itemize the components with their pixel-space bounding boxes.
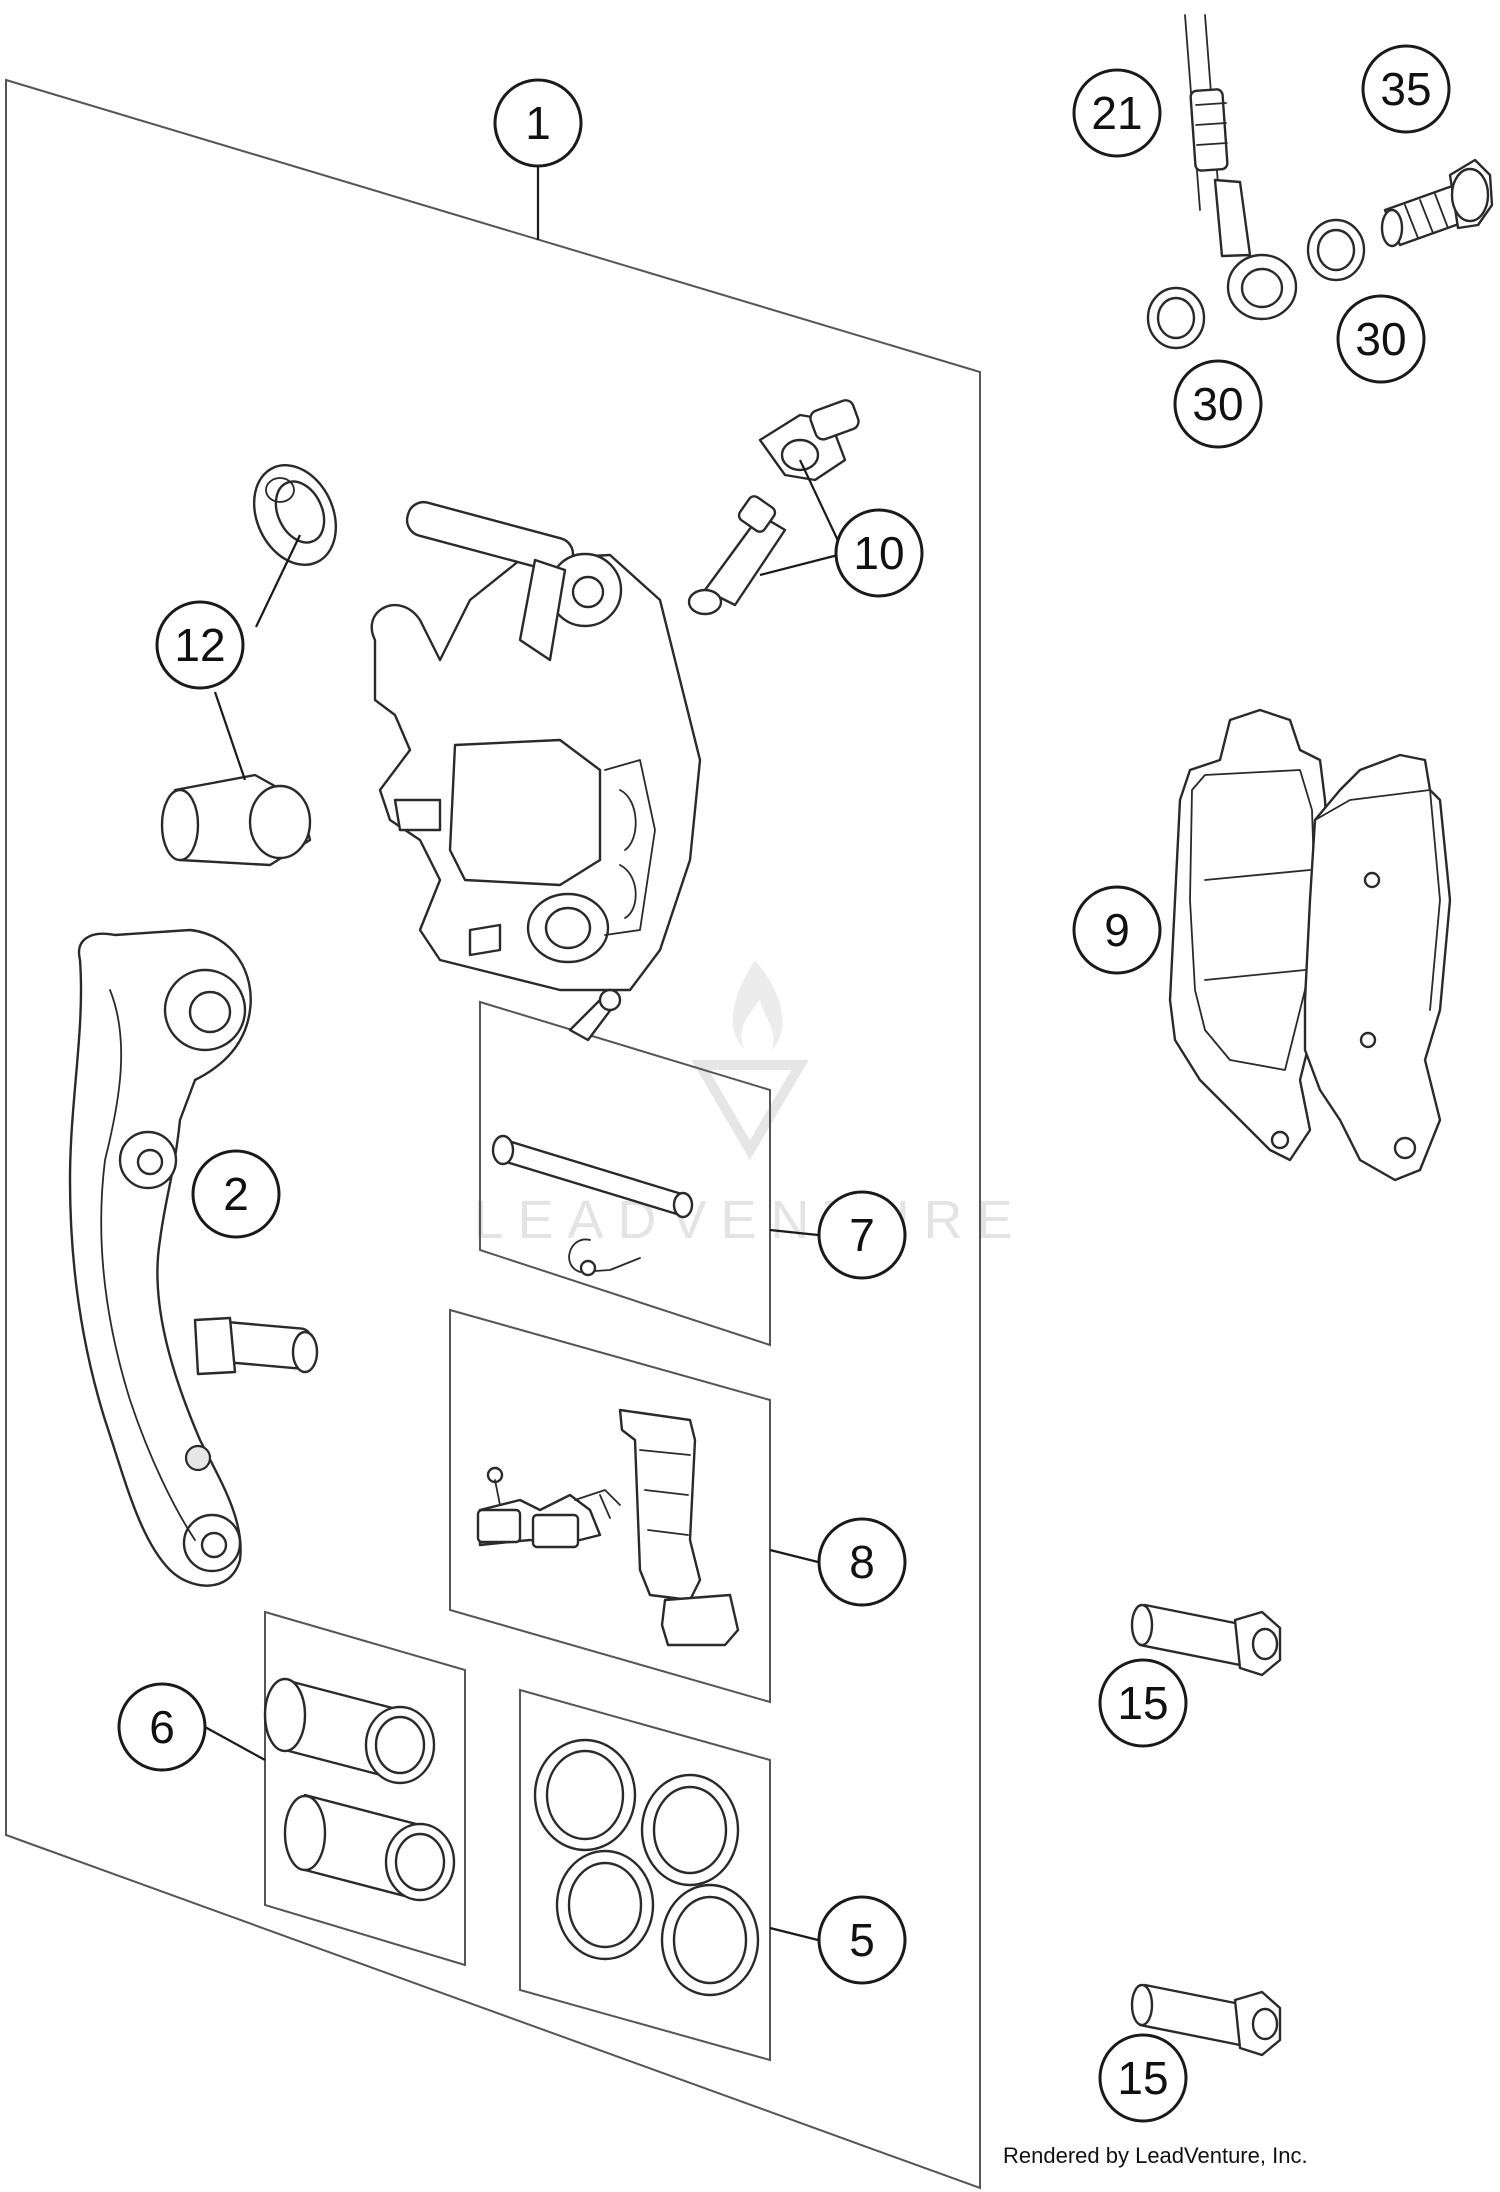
part-6-pistons [263,1677,456,1902]
part-12-bolt [160,773,312,867]
callout-2: 2 [191,1149,281,1239]
part-2-bracket [68,928,319,1587]
callout-12: 12 [155,600,245,690]
svg-text:8: 8 [849,1536,875,1588]
svg-text:6: 6 [149,1701,175,1753]
part-12-seal [252,464,338,566]
svg-text:10: 10 [853,527,904,579]
part-21-brake-hose [1184,14,1298,321]
part-9-brake-pads [1168,708,1452,1182]
part-30-washer-left [1146,286,1206,350]
callout-10: 10 [834,508,924,598]
svg-text:21: 21 [1091,87,1142,139]
watermark-v-icon [691,1060,809,1160]
part-10-bleeder [687,399,860,616]
part-8-spring-kit [476,1408,740,1647]
kit-frame-8 [449,1308,771,1704]
svg-text:5: 5 [849,1914,875,1966]
kit-frame-6 [264,1610,466,1967]
watermark: LEADVENTURE [473,960,1026,1250]
callout-30-right: 30 [1336,294,1426,384]
svg-text:30: 30 [1192,378,1243,430]
callout-15-upper: 15 [1098,1658,1188,1748]
callout-30-left: 30 [1173,359,1263,449]
callout-5: 5 [817,1895,907,1985]
svg-text:12: 12 [174,619,225,671]
callout-35: 35 [1361,44,1451,134]
svg-text:1: 1 [525,97,551,149]
svg-text:30: 30 [1355,313,1406,365]
part-5-seals [533,1738,760,1997]
kit-frame-5 [519,1688,771,2062]
part-30-washer-right [1306,218,1366,282]
svg-text:2: 2 [223,1168,249,1220]
watermark-text: LEADVENTURE [473,1190,1026,1250]
callout-6: 6 [117,1682,207,1772]
kit-frame-7 [479,1000,771,1347]
svg-text:7: 7 [849,1209,875,1261]
svg-text:9: 9 [1104,904,1130,956]
callout-1: 1 [493,78,583,168]
callout-8: 8 [817,1517,907,1607]
watermark-flame-icon [732,960,783,1050]
part-7-pin-kit [491,988,694,1277]
credit-text: Rendered by LeadVenture, Inc. [1003,2143,1308,2168]
part-15-bolt-lower [1130,1983,1282,2057]
leader-lines [204,166,841,1942]
part-1-caliper-body [370,500,702,992]
callout-9: 9 [1072,885,1162,975]
part-15-bolt-upper [1130,1603,1282,1677]
assembly-frame [5,78,981,2190]
svg-text:15: 15 [1117,1677,1168,1729]
svg-text:15: 15 [1117,2052,1168,2104]
part-35-banjo-bolt [1380,158,1494,248]
callout-7: 7 [817,1190,907,1280]
callout-15-lower: 15 [1098,2033,1188,2123]
svg-text:35: 35 [1380,63,1431,115]
callout-21: 21 [1072,68,1162,158]
